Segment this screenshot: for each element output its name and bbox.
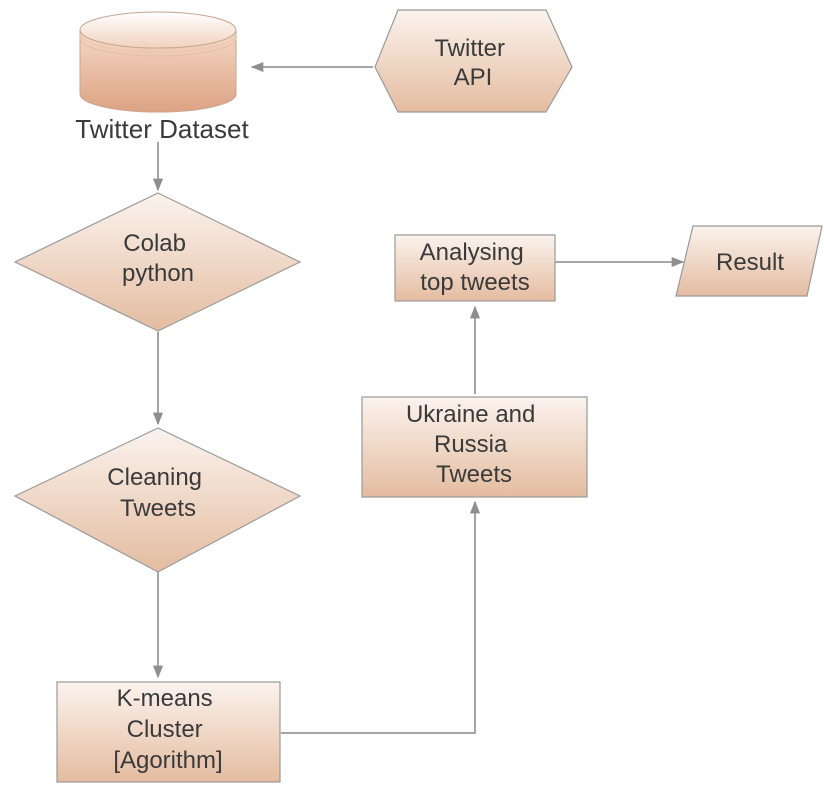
twitter-api-line-1: Twitter [434, 35, 505, 62]
ukraine-russia-line-1: Ukraine and [406, 401, 535, 428]
colab-python-label: Colab python [122, 230, 194, 287]
twitter-api-node: Twitter API [374, 9, 573, 113]
ukraine-russia-line-3: Tweets [436, 461, 512, 488]
cleaning-tweets-label: Cleaning Tweets [107, 464, 208, 522]
ukraine-russia-tweets-label: Ukraine and Russia Tweets [406, 401, 542, 488]
cleaning-tweets-node: Cleaning Tweets [13, 427, 302, 573]
edge-kmeans-to-ukraine [281, 500, 481, 734]
colab-python-line-2: python [122, 260, 194, 287]
twitter-dataset-node: Twitter Dataset [75, 11, 249, 144]
ukraine-russia-line-2: Russia [434, 431, 508, 458]
database-icon [79, 11, 237, 113]
analysing-top-tweets-node: Analysing top tweets [394, 234, 556, 302]
result-label: Result [716, 249, 784, 276]
twitter-api-line-2: API [454, 64, 493, 91]
twitter-api-label: Twitter API [434, 35, 511, 91]
kmeans-cluster-line-3: [Agorithm] [113, 747, 222, 774]
analysing-top-tweets-label: Analysing top tweets [420, 239, 531, 296]
kmeans-cluster-node: K-means Cluster [Agorithm] [56, 681, 281, 783]
colab-python-node: Colab python [13, 192, 302, 332]
kmeans-cluster-label: K-means Cluster [Agorithm] [113, 685, 222, 774]
result-node: Result [675, 225, 823, 297]
twitter-dataset-label: Twitter Dataset [75, 114, 249, 144]
cleaning-tweets-line-2: Tweets [120, 495, 196, 522]
kmeans-cluster-line-1: K-means [117, 685, 213, 712]
cleaning-tweets-line-1: Cleaning [107, 464, 202, 491]
colab-python-line-1: Colab [123, 230, 186, 257]
kmeans-cluster-line-2: Cluster [127, 716, 203, 743]
analysing-line-2: top tweets [420, 269, 529, 296]
ukraine-russia-tweets-node: Ukraine and Russia Tweets [361, 396, 588, 498]
analysing-line-1: Analysing [420, 239, 524, 266]
